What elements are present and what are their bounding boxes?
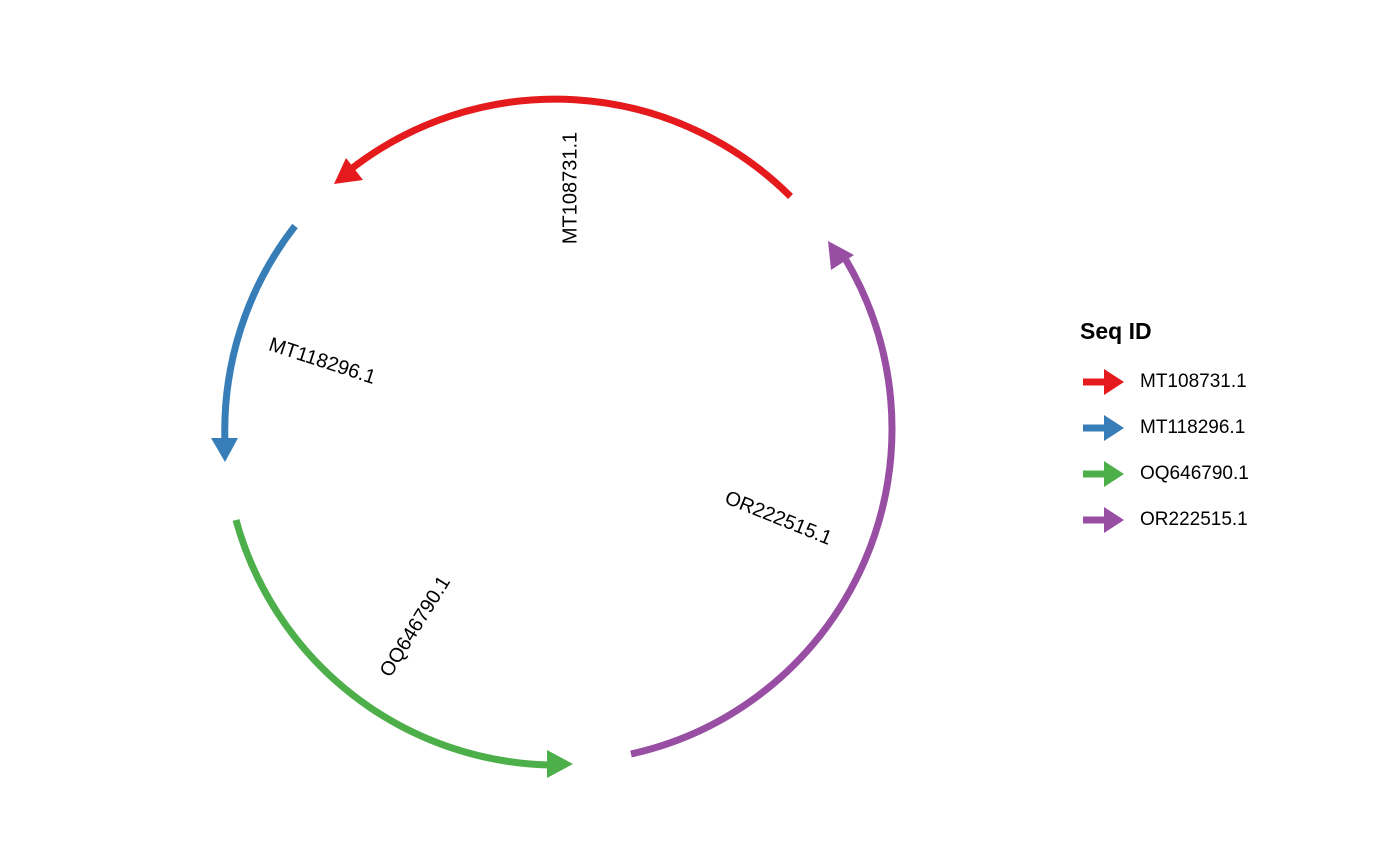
- arrowhead-oq646790: [547, 750, 573, 778]
- segment-or222515: OR222515.1: [630, 241, 896, 758]
- legend-title: Seq ID: [1080, 318, 1152, 344]
- legend-item-mt108731: MT108731.1: [1080, 359, 1380, 405]
- arc-mt118296: [221, 223, 298, 444]
- legend-item-or222515: OR222515.1: [1080, 497, 1380, 543]
- arrowhead-mt108731: [334, 158, 363, 184]
- arrow-key-icon: [1083, 461, 1124, 487]
- segment-mt118296: MT118296.1: [211, 223, 378, 462]
- arrow-key-icon: [1083, 369, 1124, 395]
- legend-label: OQ646790.1: [1140, 463, 1249, 484]
- legend-label: MT118296.1: [1140, 417, 1246, 438]
- arrowhead-or222515: [828, 241, 854, 270]
- legend-item-mt118296: MT118296.1: [1080, 405, 1380, 451]
- label-oq646790: OQ646790.1: [376, 572, 455, 681]
- label-mt118296: MT118296.1: [266, 334, 378, 389]
- arrowhead-mt118296: [211, 438, 238, 462]
- segment-mt108731: MT108731.1: [334, 95, 793, 244]
- arc-mt108731: [347, 95, 793, 199]
- arc-oq646790: [232, 519, 551, 769]
- label-or222515: OR222515.1: [722, 487, 835, 550]
- arrow-key-icon: [1083, 507, 1124, 533]
- arrow-key-icon: [1083, 415, 1124, 441]
- legend-item-oq646790: OQ646790.1: [1080, 451, 1380, 497]
- label-mt108731: MT108731.1: [559, 132, 581, 244]
- legend-label: OR222515.1: [1140, 509, 1248, 530]
- legend: Seq ID MT108731.1 MT118296.1 OQ646790.1 …: [1080, 318, 1380, 543]
- arc-or222515: [630, 258, 896, 758]
- segment-oq646790: OQ646790.1: [232, 519, 573, 778]
- legend-label: MT108731.1: [1140, 371, 1247, 392]
